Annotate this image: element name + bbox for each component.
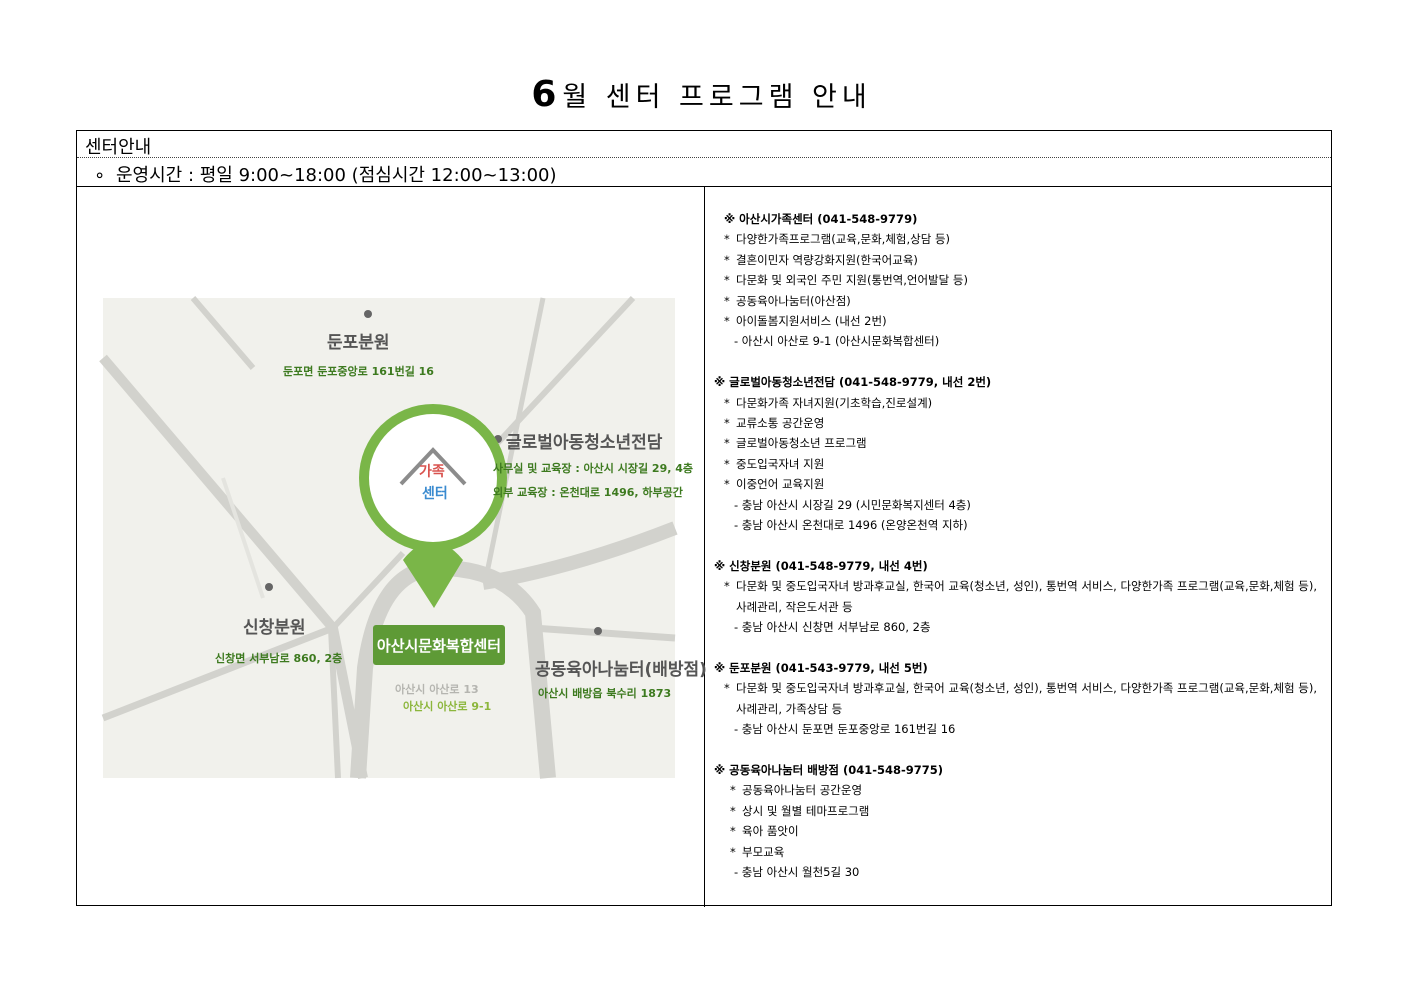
map-roads <box>99 295 678 779</box>
title-text: 월 센터 프로그램 안내 <box>562 82 872 113</box>
place-dunpo-address: 둔포면 둔포중앙로 161번길 16 <box>283 365 434 378</box>
address-line: - 아산시 아산로 9-1 (아산시문화복합센터) <box>734 334 940 349</box>
list-item: *이중언어 교육지원 <box>724 477 825 492</box>
list-item: *결혼이민자 역량강화지원(한국어교육) <box>724 252 918 267</box>
list-item: *교류소통 공간운영 <box>724 416 825 431</box>
section-dunpo: ※ 둔포분원 (041-543-9779, 내선 5번) *다문화 및 중도입국… <box>714 658 1326 740</box>
place-global-address-2: 외부 교육장 : 온천대로 1496, 하부공간 <box>493 486 683 499</box>
address-line: - 충남 아산시 시장길 29 (시민문화복지센터 4층) <box>734 497 971 512</box>
list-item: *육아 품앗이 <box>730 824 799 839</box>
address-line: - 충남 아산시 온천대로 1496 (온양온천역 지하) <box>734 518 968 533</box>
title-month: 6 <box>531 74 557 115</box>
list-item: *다양한가족프로그램(교육,문화,체험,상담 등) <box>724 232 951 247</box>
section-family-center: ※ 아산시가족센터 (041-548-9779) *다양한가족프로그램(교육,문… <box>714 209 1326 352</box>
section-header: ※ 둔포분원 (041-543-9779, 내선 5번) <box>714 660 928 675</box>
place-dunpo: 둔포분원 <box>327 333 390 353</box>
section-header: ※ 신창분원 (041-548-9779, 내선 4번) <box>714 558 928 573</box>
list-item: *상시 및 월별 테마프로그램 <box>730 803 870 818</box>
section-label-row: 센터안내 <box>77 131 1331 158</box>
place-global-address-1: 사무실 및 교육장 : 아산시 시장길 29, 4층 <box>493 462 694 475</box>
hours-row: ∘ 운영시간 : 평일 9:00~18:00 (점심시간 12:00~13:00) <box>77 158 1331 187</box>
address-line: - 충남 아산시 신창면 서부남로 860, 2층 <box>734 620 931 635</box>
info-table: 센터안내 ∘ 운영시간 : 평일 9:00~18:00 (점심시간 12:00~1… <box>76 130 1332 907</box>
place-sinchang: 신창분원 <box>243 618 306 638</box>
center-address: 아산시 아산로 9-1 <box>403 700 492 713</box>
operating-hours: 운영시간 : 평일 9:00~18:00 (점심시간 12:00~13:00) <box>116 165 557 186</box>
list-item: *글로벌아동청소년 프로그램 <box>724 436 867 451</box>
hours-bullet: ∘ <box>94 165 106 186</box>
address-line: - 충남 아산시 월천5길 30 <box>734 864 860 879</box>
section-sinchang: ※ 신창분원 (041-548-9779, 내선 4번) *다문화 및 중도입국… <box>714 556 1326 638</box>
list-item: *부모교육 <box>730 844 785 859</box>
list-item: *다문화 및 중도입국자녀 방과후교실, 한국어 교육(청소년, 성인), 통번… <box>724 681 1318 716</box>
place-global: 글로벌아동청소년전담 <box>506 433 663 453</box>
section-baebang: ※ 공동육아나눔터 배방점 (041-548-9775) *공동육아나눔터 공간… <box>714 760 1326 882</box>
list-item: *다문화가족 자녀지원(기초학습,진로설계) <box>724 395 933 410</box>
section-label: 센터안내 <box>85 137 152 158</box>
list-item: *공동육아나눔터 공간운영 <box>730 783 863 798</box>
place-baebang: 공동육아나눔터(배방점) <box>535 660 707 680</box>
list-item: *다문화 및 외국인 주민 지원(통번역,언어발달 등) <box>724 273 968 288</box>
section-header: ※ 글로벌아동청소년전담 (041-548-9779, 내선 2번) <box>714 375 992 390</box>
place-sinchang-address: 신창면 서부남로 860, 2층 <box>215 652 343 665</box>
list-item: *아이돌봄지원서비스 (내선 2번) <box>724 314 887 329</box>
section-header: ※ 아산시가족센터 (041-548-9779) <box>724 212 918 226</box>
program-info: ※ 아산시가족센터 (041-548-9779) *다양한가족프로그램(교육,문… <box>714 209 1326 903</box>
logo-text-bottom: 센터 <box>422 486 448 502</box>
list-item: *중도입국자녀 지원 <box>724 456 825 471</box>
list-item: *다문화 및 중도입국자녀 방과후교실, 한국어 교육(청소년, 성인), 통번… <box>724 579 1318 614</box>
list-item: *공동육아나눔터(아산점) <box>724 293 851 308</box>
section-header: ※ 공동육아나눔터 배방점 (041-548-9775) <box>714 762 944 777</box>
section-global-youth: ※ 글로벌아동청소년전담 (041-548-9779, 내선 2번) *다문화가… <box>714 372 1326 535</box>
address-line: - 충남 아산시 둔포면 둔포중앙로 161번길 16 <box>734 722 956 737</box>
center-name-label: 아산시문화복합센터 <box>376 637 502 655</box>
center-address-faded: 아산시 아산로 13 <box>395 683 479 696</box>
logo-text-top: 가족 <box>419 464 445 480</box>
column-divider <box>704 187 705 907</box>
location-map: 가족 센터 아산시문화복합센터 아산시 아산로 13 아산시 아산로 9-1 둔… <box>99 295 707 779</box>
place-baebang-address: 아산시 배방읍 북수리 1873 <box>538 687 672 700</box>
